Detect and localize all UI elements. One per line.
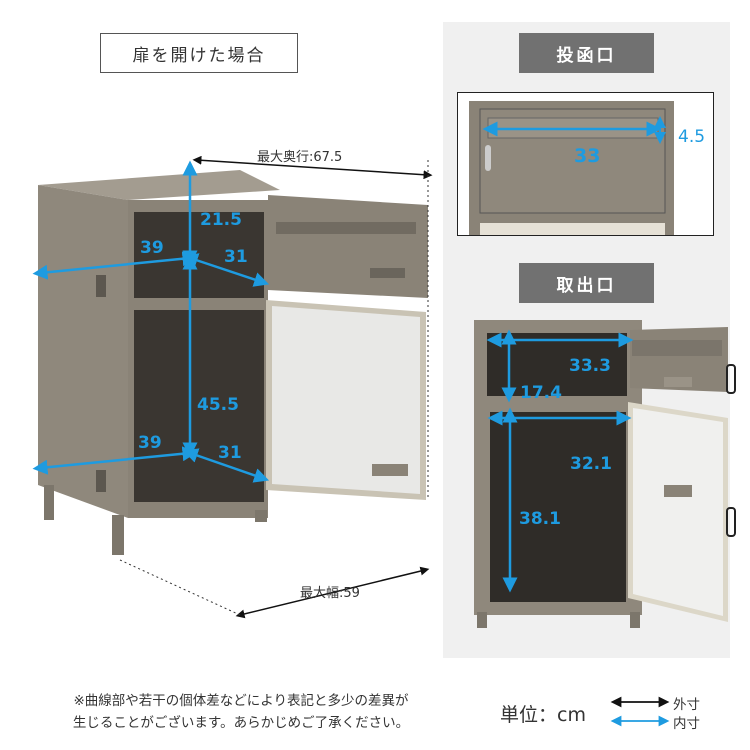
max-width-label: 最大幅:59 [300, 586, 360, 601]
lower-height-label: 45.5 [197, 395, 239, 415]
max-depth-label: 最大奥行:67.5 [257, 150, 343, 165]
lower-width-label: 39 [138, 433, 162, 453]
legend-inner-label: 内寸 [673, 716, 700, 732]
upper-width-label: 39 [140, 238, 164, 258]
takeout-upper-width-label: 33.3 [569, 356, 611, 376]
lower-depth-label: 31 [218, 443, 242, 463]
takeout-lower-width-label: 32.1 [570, 454, 612, 474]
cabinet-open-illustration [32, 155, 433, 619]
slot-height-label: 4.5 [678, 127, 706, 147]
mail-slot-inset: 33 4.5 [457, 92, 714, 236]
takeout-lower-height-label: 38.1 [519, 509, 561, 529]
legend-outer-label: 外寸 [673, 697, 700, 713]
takeout-tag: 取出口 [519, 263, 654, 303]
note-line-2: 生じることがございます。あらかじめご了承ください。 [72, 715, 410, 731]
upper-height-label: 21.5 [200, 210, 242, 230]
note-line-1: ※曲線部や若干の個体差などにより表記と多少の差異が [73, 693, 409, 709]
mail-slot-tag: 投函口 [519, 33, 654, 73]
unit-label: 単位：cm [500, 704, 586, 726]
takeout-upper-height-label: 17.4 [520, 383, 562, 403]
disclaimer-note: ※曲線部や若干の個体差などにより表記と多少の差異が 生じることがございます。あら… [36, 690, 446, 734]
upper-depth-label: 31 [224, 247, 248, 267]
slot-width-label: 33 [574, 145, 601, 167]
open-door-title: 扉を開けた場合 [100, 33, 298, 73]
